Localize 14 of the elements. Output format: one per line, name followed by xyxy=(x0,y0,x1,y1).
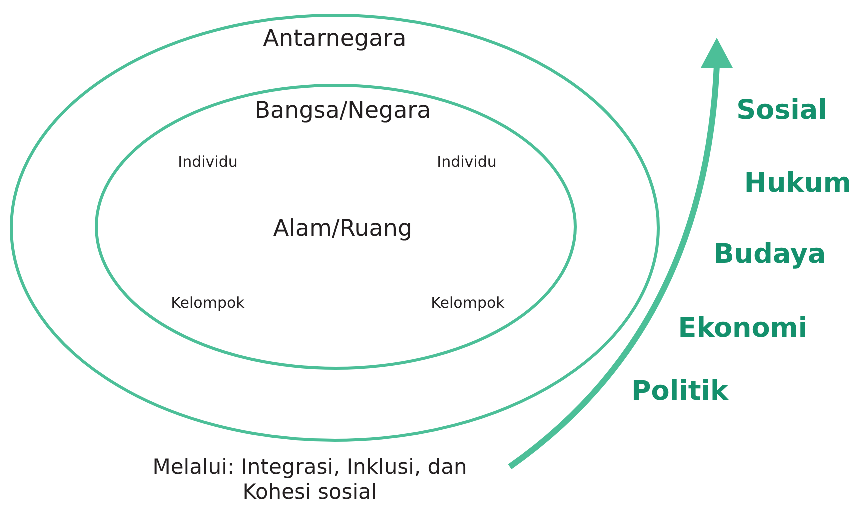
domain-label: Budaya xyxy=(714,239,826,272)
member-label: Kelompok xyxy=(431,294,505,312)
member-label: Kelompok xyxy=(171,294,245,312)
member-label: Individu xyxy=(437,153,497,171)
ring-title: Bangsa/Negara xyxy=(254,98,432,126)
note-text: Melalui: Integrasi, Inklusi, dan Kohesi sosial xyxy=(152,455,468,506)
center-label: Alam/Ruang xyxy=(273,216,413,244)
domain-label: Hukum xyxy=(744,168,852,200)
domain-label: Ekonomi xyxy=(678,313,808,346)
member-label: Individu xyxy=(178,153,238,171)
ring-ellipse xyxy=(95,84,577,370)
domain-label: Sosial xyxy=(736,95,828,128)
ring-title: Antarnegara xyxy=(263,26,407,54)
domain-label: Politik xyxy=(632,376,728,408)
